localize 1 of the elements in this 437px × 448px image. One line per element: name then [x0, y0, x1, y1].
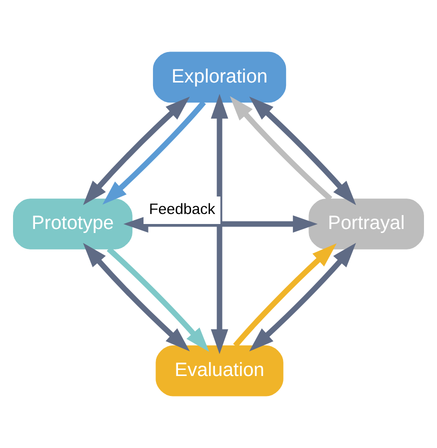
edge-label: Feedback — [149, 201, 216, 218]
